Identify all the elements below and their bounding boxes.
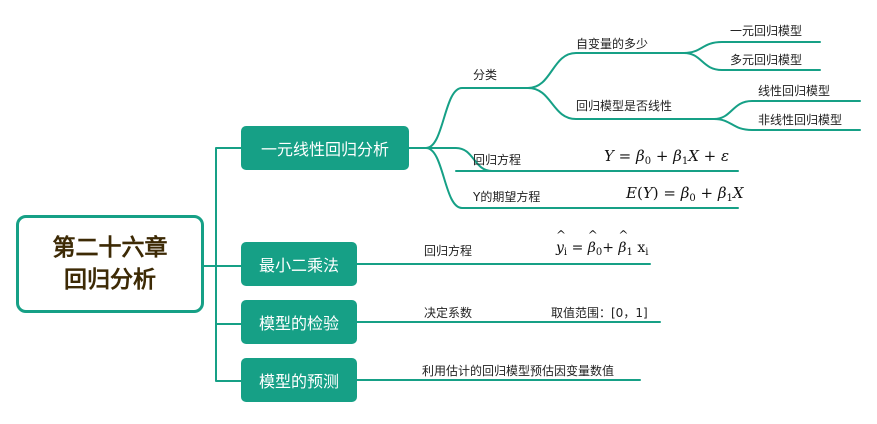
node-determination-coefficient[interactable]: 决定系数 xyxy=(424,306,473,320)
formula-least-squares: yi = β0+ β1 xi xyxy=(556,225,648,263)
root-title-line1: 第二十六章 xyxy=(52,235,168,261)
node-expectation-equation[interactable]: Y的期望方程 xyxy=(473,190,541,204)
node-category[interactable]: 分类 xyxy=(473,68,498,82)
node-linearity[interactable]: 回归模型是否线性 xyxy=(576,99,673,113)
leaf-nonlinear-model[interactable]: 非线性回归模型 xyxy=(758,113,843,127)
leaf-multiple-regression[interactable]: 多元回归模型 xyxy=(730,53,803,67)
root-node[interactable]: 第二十六章 回归分析 xyxy=(16,215,204,313)
leaf-linear-model[interactable]: 线性回归模型 xyxy=(758,84,831,98)
node-prediction-method[interactable]: 利用估计的回归模型预估因变量数值 xyxy=(422,364,615,378)
node-model-prediction[interactable]: 模型的预测 xyxy=(241,358,357,402)
node-regression-equation[interactable]: 回归方程 xyxy=(473,153,522,167)
formula-expectation: E(Y) = β0 + β1X xyxy=(626,184,744,204)
node-least-squares[interactable]: 最小二乘法 xyxy=(241,242,357,286)
node-num-variables[interactable]: 自变量的多少 xyxy=(576,37,649,51)
edge-linear-to-children xyxy=(408,87,585,209)
node-linear-regression[interactable]: 一元线性回归分析 xyxy=(241,126,409,170)
formula-regression: Y = β0 + β1X + ε xyxy=(604,147,730,167)
edge-category-to-sub xyxy=(527,52,715,120)
leaf-value-range[interactable]: 取值范围：[0，1] xyxy=(551,306,648,320)
node-model-test[interactable]: 模型的检验 xyxy=(241,300,357,344)
edge-sub-to-leaves xyxy=(683,41,861,131)
edge-formula-lines xyxy=(583,170,739,209)
node-ls-regression-equation[interactable]: 回归方程 xyxy=(424,244,473,258)
leaf-simple-regression[interactable]: 一元回归模型 xyxy=(730,24,803,38)
root-title-line2: 回归分析 xyxy=(64,267,156,293)
edge-root-to-branches xyxy=(203,147,242,382)
